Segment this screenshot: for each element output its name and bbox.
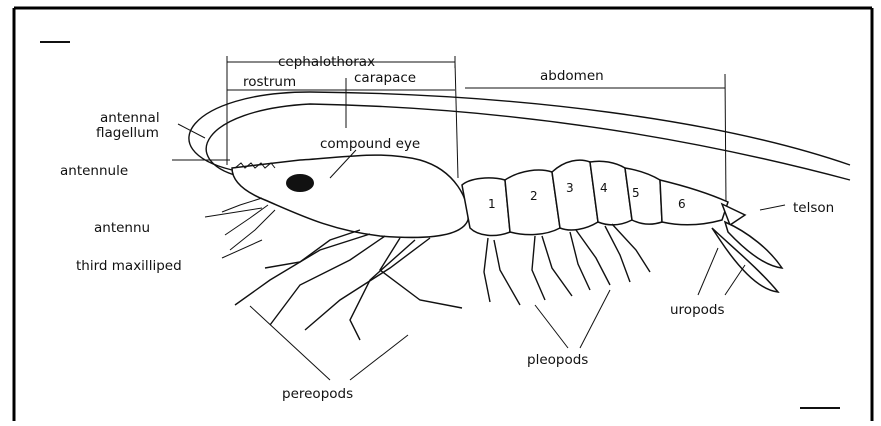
abdomen-segments <box>462 160 728 235</box>
label-carapace: carapace <box>354 70 416 86</box>
label-flagellum: flagellum <box>96 125 159 141</box>
label-cephalothorax: cephalothorax <box>278 54 375 70</box>
label-antennal: antennal <box>100 110 160 126</box>
label-abdomen: abdomen <box>540 68 604 84</box>
label-antennule: antennule <box>60 163 128 179</box>
label-pereopods: pereopods <box>282 386 353 402</box>
segment-1: 1 <box>488 197 496 211</box>
label-pleopods: pleopods <box>527 352 588 368</box>
label-third-maxilliped: third maxilliped <box>76 258 182 274</box>
segment-6: 6 <box>678 197 686 211</box>
compound-eye-shape <box>286 174 314 192</box>
segment-3: 3 <box>566 181 574 195</box>
segment-2: 2 <box>530 189 538 203</box>
uropod-shape-2 <box>725 222 782 268</box>
label-rostrum: rostrum <box>243 74 296 90</box>
segment-4: 4 <box>600 181 608 195</box>
label-telson: telson <box>793 200 834 216</box>
carapace-shape <box>232 155 468 237</box>
pleopod-legs <box>484 224 650 305</box>
label-uropods: uropods <box>670 302 725 318</box>
head-appendages <box>222 198 275 250</box>
leader-lines <box>172 124 785 380</box>
label-compound-eye: compound eye <box>320 136 420 152</box>
segment-5: 5 <box>632 186 640 200</box>
label-antenna: antennu <box>94 220 150 236</box>
